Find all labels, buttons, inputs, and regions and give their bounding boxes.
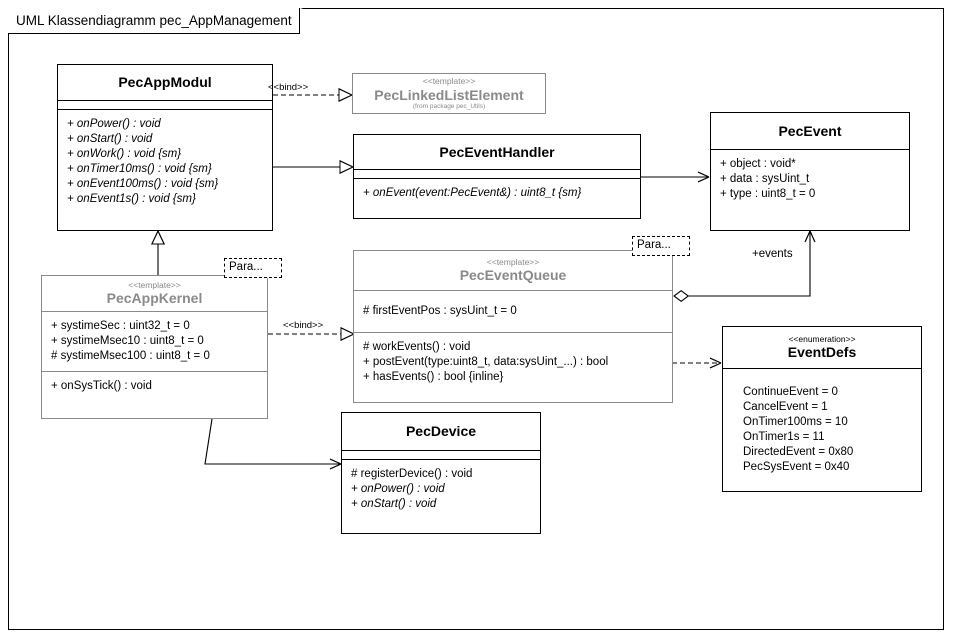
class-operations-pec-device: # registerDevice() : void + onPower() : … <box>342 460 540 519</box>
member-row: + onPower() : void <box>67 118 161 130</box>
member-row: + hasEvents() : bool {inline} <box>363 371 504 383</box>
class-header-pec-event-handler: PecEventHandler <box>354 135 640 170</box>
member-row: + onTimer10ms() : void {sm} <box>67 163 212 175</box>
class-header-pec-device: PecDevice <box>342 413 540 451</box>
class-header-pec-event-queue: <<template>> PecEventQueue <box>354 251 672 291</box>
class-pec-device[interactable]: PecDevice # registerDevice() : void + on… <box>341 412 541 534</box>
class-stereotype-template: <<template>> <box>422 76 476 87</box>
member-row: OnTimer1s = 11 <box>743 431 825 443</box>
member-row: + onStart() : void <box>351 498 437 510</box>
class-header-pec-app-kernel: <<template>> PecAppKernel <box>42 276 267 312</box>
class-stereotype-template: <<template>> <box>128 279 181 290</box>
class-from-package: (from package pec_Utils) <box>412 102 486 110</box>
class-header-pec-linked-list-element: <<template>> PecLinkedListElement (from … <box>353 74 545 113</box>
class-pec-app-kernel[interactable]: <<template>> PecAppKernel + systimeSec :… <box>41 275 268 419</box>
class-name-pec-event: PecEvent <box>778 122 842 139</box>
edge-label-bind-appmodul: <<bind>> <box>268 82 309 93</box>
member-row: + systimeMsec10 : uint8_t = 0 <box>51 335 204 347</box>
member-row: # registerDevice() : void <box>351 468 473 480</box>
member-row: + onSysTick() : void <box>51 380 152 392</box>
member-row: + onEvent100ms() : void {sm} <box>67 178 219 190</box>
member-row: PecSysEvent = 0x40 <box>743 461 850 473</box>
class-name-pec-event-handler: PecEventHandler <box>439 143 555 160</box>
class-operations-pec-event-handler: + onEvent(event:PecEvent&) : uint8_t {sm… <box>354 179 640 208</box>
class-pec-app-modul[interactable]: PecAppModul + onPower() : void + onStart… <box>57 64 273 231</box>
class-attributes-pec-event: + object : void* + data : sysUint_t + ty… <box>711 150 909 209</box>
member-row: DirectedEvent = 0x80 <box>743 446 854 458</box>
class-pec-event-handler[interactable]: PecEventHandler + onEvent(event:PecEvent… <box>353 134 641 219</box>
member-row: + postEvent(type:uint8_t, data:sysUint_.… <box>363 356 609 368</box>
member-row: OnTimer100ms = 10 <box>743 416 848 428</box>
class-name-pec-app-kernel: PecAppKernel <box>106 290 203 307</box>
class-pec-event[interactable]: PecEvent + object : void* + data : sysUi… <box>710 112 910 231</box>
class-name-event-defs: EventDefs <box>787 344 857 361</box>
class-attributes-pec-app-kernel: + systimeSec : uint32_t = 0 + systimeMse… <box>42 312 267 371</box>
member-row: + onWork() : void {sm} <box>67 148 182 160</box>
class-stereotype-enumeration: <<enumeration>> <box>788 333 856 344</box>
member-row: + data : sysUint_t <box>720 173 810 185</box>
class-operations-pec-app-kernel: + onSysTick() : void <box>42 371 267 401</box>
class-name-pec-device: PecDevice <box>405 423 477 440</box>
class-header-pec-event: PecEvent <box>711 113 909 150</box>
class-attributes-pec-event-queue: # firstEventPos : sysUint_t = 0 <box>354 291 672 332</box>
template-parameter-badge-app-kernel: Para... <box>224 258 282 278</box>
diagram-frame <box>8 8 944 630</box>
member-row: + type : uint8_t = 0 <box>720 188 816 200</box>
class-operations-pec-app-modul: + onPower() : void + onStart() : void + … <box>58 110 272 214</box>
member-row: + onPower() : void <box>351 483 445 495</box>
class-header-event-defs: <<enumeration>> EventDefs <box>723 327 921 369</box>
class-attributes-pec-device <box>342 451 540 460</box>
member-row: + systimeSec : uint32_t = 0 <box>51 320 190 332</box>
class-name-pec-app-modul: PecAppModul <box>118 74 212 91</box>
class-name-pec-event-queue: PecEventQueue <box>459 267 567 284</box>
edge-label-events-role: +events <box>752 248 793 260</box>
diagram-title: UML Klassendiagramm pec_AppManagement <box>16 13 292 28</box>
class-header-pec-app-modul: PecAppModul <box>58 65 272 101</box>
member-row: # firstEventPos : sysUint_t = 0 <box>363 305 517 317</box>
member-row: CancelEvent = 1 <box>743 401 828 413</box>
class-attributes-pec-app-modul <box>58 101 272 110</box>
member-row: + onEvent1s() : void {sm} <box>67 193 196 205</box>
member-row: + object : void* <box>720 158 796 170</box>
member-row: + onEvent(event:PecEvent&) : uint8_t {sm… <box>363 187 582 199</box>
class-pec-linked-list-element[interactable]: <<template>> PecLinkedListElement (from … <box>352 73 546 114</box>
member-row: ContinueEvent = 0 <box>743 386 838 398</box>
class-operations-pec-event-queue: # workEvents() : void + postEvent(type:u… <box>354 332 672 392</box>
class-pec-event-queue[interactable]: <<template>> PecEventQueue # firstEventP… <box>353 250 673 403</box>
edge-label-bind-appkernel: <<bind>> <box>283 320 324 331</box>
member-row: # systimeMsec100 : uint8_t = 0 <box>51 350 210 362</box>
member-row: # workEvents() : void <box>363 341 471 353</box>
class-name-pec-linked-list-element: PecLinkedListElement <box>374 86 524 103</box>
edge-aggregation-eventqueue-pecevent <box>674 231 810 296</box>
class-event-defs[interactable]: <<enumeration>> EventDefs ContinueEvent … <box>722 326 922 492</box>
member-row: + onStart() : void <box>67 133 153 145</box>
class-attributes-pec-event-handler <box>354 170 640 179</box>
class-literals-event-defs: ContinueEvent = 0 CancelEvent = 1 OnTime… <box>723 369 921 482</box>
class-stereotype-template: <<template>> <box>486 256 540 267</box>
edge-association-appkernel-pecdevice <box>204 418 342 470</box>
diagram-frame-tab: UML Klassendiagramm pec_AppManagement <box>8 8 300 34</box>
template-parameter-badge-event-queue: Para... <box>632 236 690 256</box>
